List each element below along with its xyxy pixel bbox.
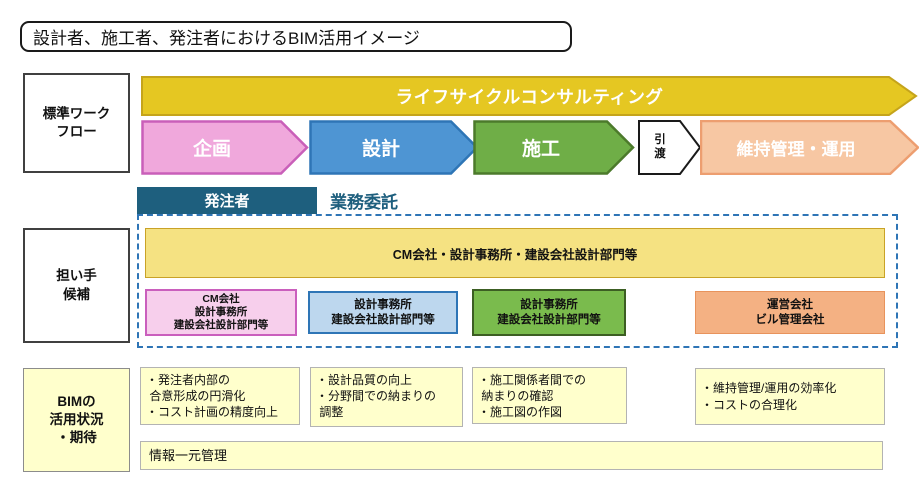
phase-operation-arrow: 維持管理・運用 (700, 120, 919, 175)
row-label-actor-candidates: 担い手 候補 (23, 228, 130, 343)
phase-construction-shape (473, 120, 635, 175)
outsourcing-group-border (137, 214, 898, 348)
bim-note-planning: ・発注者内部の 合意形成の円滑化 ・コスト計画の精度向上 (140, 367, 300, 425)
row-label-bim-usage: BIMの 活用状況 ・期待 (23, 368, 130, 472)
phase-construction-arrow: 施工 (473, 120, 635, 175)
candidate-box-design: 設計事務所 建設会社設計部門等 (308, 291, 458, 334)
banner-arrow-shape (141, 76, 918, 116)
candidate-box-design-text: 設計事務所 建設会社設計部門等 (331, 298, 435, 326)
bim-note-construction-text: ・施工関係者間での 納まりの確認 ・施工図の作図 (478, 373, 587, 420)
bim-note-shared-info-text: 情報一元管理 (149, 447, 228, 463)
phase-design-arrow: 設計 (309, 120, 479, 175)
phase-operation-label: 維持管理・運用 (736, 140, 856, 159)
candidate-box-construction: 設計事務所 建設会社設計部門等 (472, 289, 626, 336)
phase-handover-shape (638, 120, 701, 175)
phase-operation-shape (700, 120, 919, 175)
phase-handover-label: 引 渡 (654, 134, 666, 160)
lifecycle-consulting-banner: ライフサイクルコンサルティング (141, 76, 918, 116)
candidate-box-operation-text: 運営会社 ビル管理会社 (755, 298, 825, 326)
outsourcing-label: 業務委託 (330, 186, 398, 214)
candidate-box-construction-text: 設計事務所 建設会社設計部門等 (497, 298, 601, 326)
bim-note-planning-text: ・発注者内部の 合意形成の円滑化 ・コスト計画の精度向上 (146, 373, 279, 420)
phase-design-shape (309, 120, 479, 175)
lifecycle-consultant-text: CM会社・設計事務所・建設会社設計部門等 (392, 247, 638, 262)
phase-design-label: 設計 (361, 139, 400, 160)
phase-planning-label: 企画 (192, 139, 231, 160)
phase-planning-shape (141, 120, 309, 175)
bim-note-operation-text: ・維持管理/運用の効率化 ・コストの合理化 (701, 381, 837, 412)
candidate-box-operation: 運営会社 ビル管理会社 (695, 291, 885, 334)
page-title-text: 設計者、施工者、発注者におけるBIM活用イメージ (33, 29, 420, 48)
lifecycle-consulting-label: ライフサイクルコンサルティング (395, 86, 664, 107)
bim-note-operation: ・維持管理/運用の効率化 ・コストの合理化 (695, 368, 885, 425)
lifecycle-consultant-box: CM会社・設計事務所・建設会社設計部門等 (145, 228, 885, 278)
phase-construction-label: 施工 (521, 139, 560, 160)
bim-note-design: ・設計品質の向上 ・分野間での納まりの 調整 (310, 367, 463, 427)
outsourcing-label-text: 業務委託 (330, 192, 398, 212)
phase-handover-arrow: 引 渡 (638, 120, 701, 175)
page-title: 設計者、施工者、発注者におけるBIM活用イメージ (20, 21, 572, 52)
bim-note-shared-info: 情報一元管理 (140, 441, 883, 470)
row-label-actor-candidates-text: 担い手 候補 (56, 268, 97, 302)
row-label-standard-workflow: 標準ワーク フロー (23, 73, 130, 173)
phase-planning-arrow: 企画 (141, 120, 309, 175)
row-label-standard-workflow-text: 標準ワーク フロー (42, 105, 111, 139)
owner-tag-text: 発注者 (204, 193, 250, 210)
owner-tag: 発注者 (137, 187, 317, 214)
bim-note-construction: ・施工関係者間での 納まりの確認 ・施工図の作図 (472, 367, 627, 424)
candidate-box-planning: CM会社 設計事務所 建設会社設計部門等 (145, 289, 297, 336)
candidate-box-planning-text: CM会社 設計事務所 建設会社設計部門等 (173, 292, 269, 332)
row-label-bim-usage-text: BIMの 活用状況 ・期待 (49, 393, 104, 446)
bim-note-design-text: ・設計品質の向上 ・分野間での納まりの 調整 (316, 373, 437, 420)
